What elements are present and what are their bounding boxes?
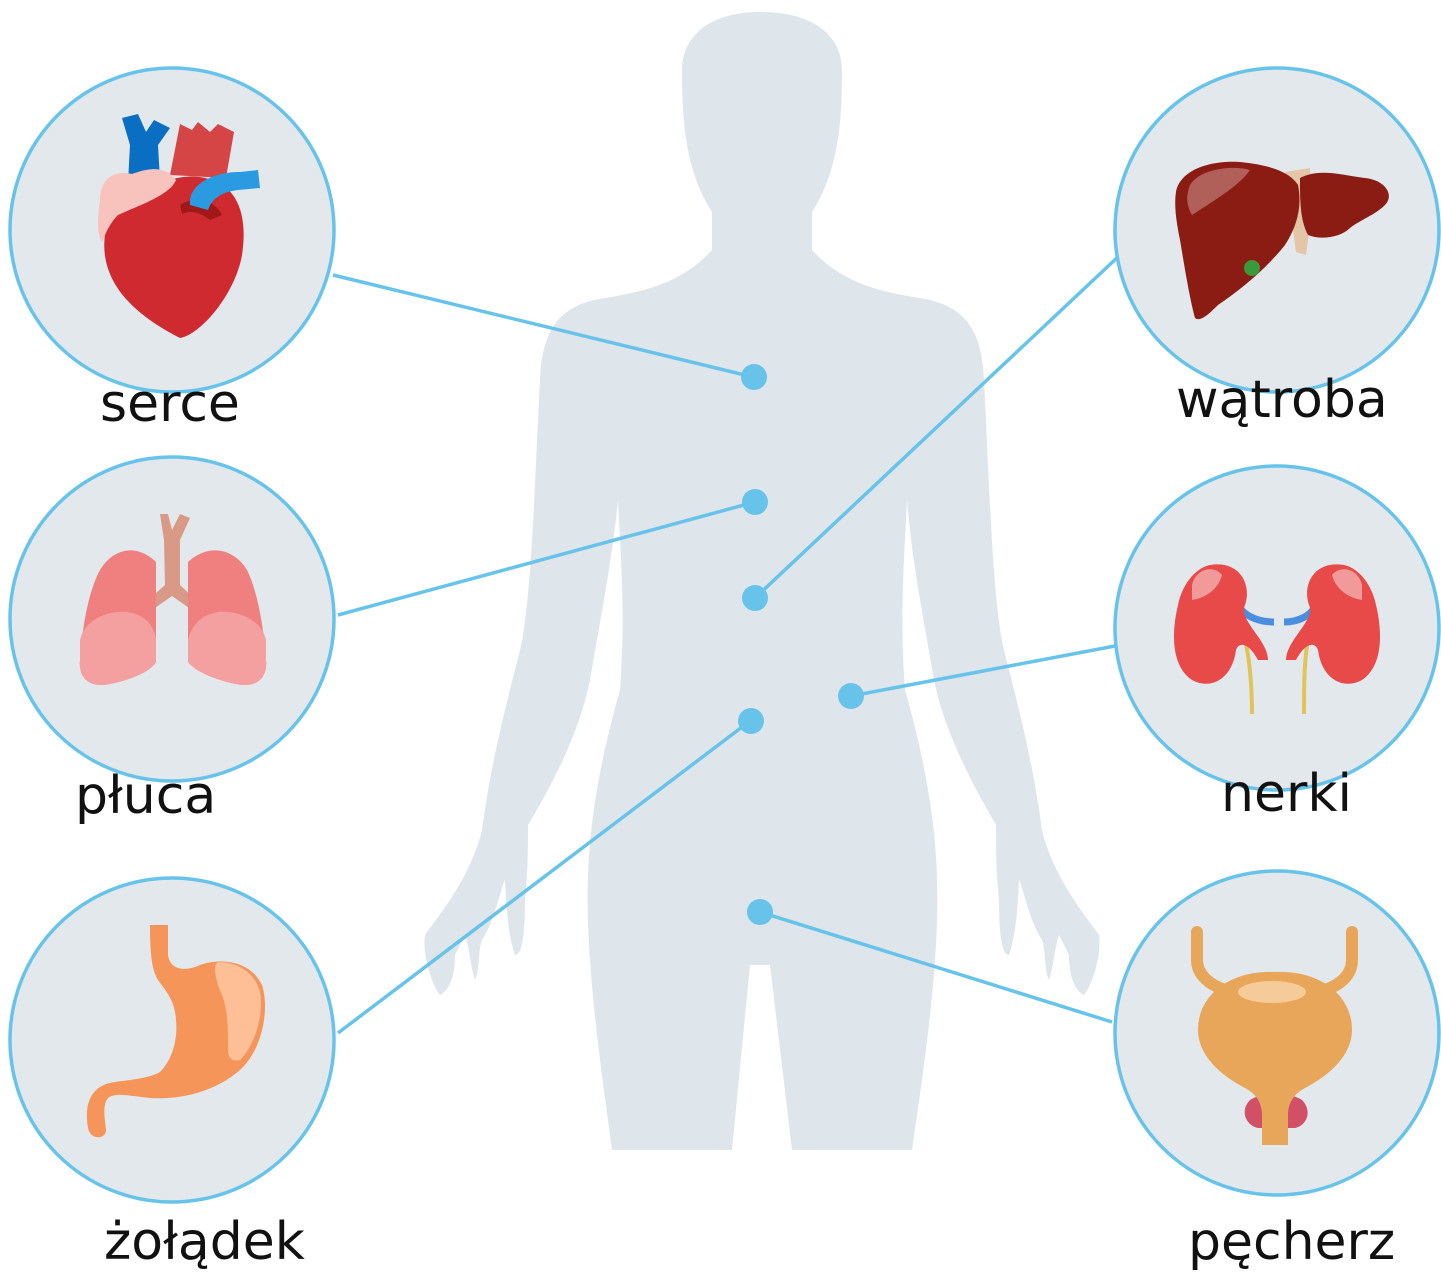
- dot-stomach: [738, 708, 764, 734]
- label-liver: wątroba: [1176, 374, 1388, 426]
- stomach-circle: [10, 878, 334, 1202]
- dot-heart: [741, 364, 767, 390]
- dot-liver: [742, 585, 768, 611]
- lungs-circle: [10, 457, 334, 781]
- body-silhouette: [424, 12, 1099, 1150]
- dot-kidneys: [838, 683, 864, 709]
- label-kidneys: nerki: [1221, 768, 1352, 820]
- label-stomach: żołądek: [104, 1216, 305, 1268]
- label-heart: serce: [100, 378, 240, 430]
- dot-lungs: [742, 489, 768, 515]
- label-lungs: płuca: [75, 770, 216, 822]
- kidneys-circle: [1115, 466, 1439, 790]
- label-bladder: pęcherz: [1188, 1216, 1395, 1268]
- dot-bladder: [747, 899, 773, 925]
